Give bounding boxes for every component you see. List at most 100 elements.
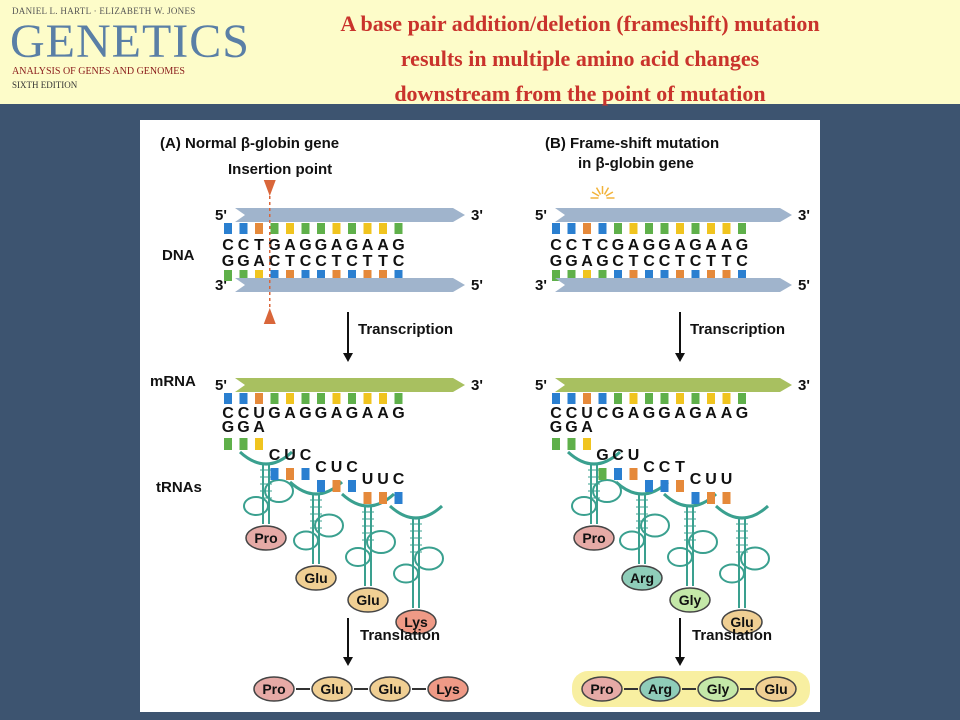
panel-a-mrna-letter-4: A — [284, 405, 296, 422]
panel-b-dna-bottom-base-10 — [707, 270, 715, 281]
panel-b-anticodon-letter-0-1: G — [565, 419, 577, 436]
panel-a-dna-top-3: 3' — [471, 207, 483, 224]
panel-a-amino-acid-label-3: Lys — [404, 614, 428, 630]
panel-a-dna-bottom-letter-4: T — [285, 253, 295, 270]
panel-a-dna-top-letter-3: G — [268, 237, 280, 254]
panel-b-mrna-base-3 — [598, 393, 607, 404]
panel-b-dna-bottom-letter-8: T — [675, 253, 685, 270]
panel-b-amino-acid-label-3: Glu — [730, 614, 753, 630]
panel-a-mrna-base-11 — [394, 393, 403, 404]
panel-a-anticodon-base-2-0 — [317, 480, 325, 492]
panel-a-trna-loop-b-0 — [243, 496, 269, 516]
panel-b-anticodon-letter-2-0: C — [643, 459, 655, 476]
panel-b-dna-bottom-base-1 — [567, 270, 576, 281]
panel-b-chain-label-2: Gly — [707, 681, 730, 697]
panel-a-chain-residue-2 — [369, 676, 411, 702]
panel-b-dna-top-letter-1: C — [566, 237, 578, 254]
panel-b-transcription-arrow-head — [675, 353, 685, 362]
panel-a-dna-top-base-4 — [286, 223, 294, 234]
panel-a-dna-bottom-base-9 — [363, 270, 372, 281]
panel-b-dna-bottom-letter-11: T — [722, 253, 732, 270]
panel-b-dna-top-base-12 — [738, 223, 746, 234]
panel-b-chain-label-3: Glu — [764, 681, 787, 697]
panel-b-dna-top-base-0 — [552, 223, 560, 234]
panel-a-mrna-letter-10: A — [377, 405, 389, 422]
panel-b-dna-top-base-4 — [614, 223, 622, 234]
panel-b-dna-top-base-6 — [645, 223, 653, 234]
panel-a-trna-loop-b-3 — [393, 563, 419, 584]
panel-b-transcription-label: Transcription — [690, 321, 785, 338]
panel-b-mrna-base-4 — [614, 393, 622, 404]
panel-a-mrna-letter-9: A — [362, 405, 374, 422]
panel-a-dna-bottom-letter-1: G — [237, 253, 249, 270]
panel-a-dna-bottom-letter-7: T — [332, 253, 342, 270]
panel-b-anticodon-letter-3-2: U — [721, 471, 733, 488]
panel-a-anticodon-letter-0-0: G — [222, 419, 234, 436]
panel-b-anticodon-base-3-1 — [707, 492, 715, 504]
panel-a-dna-bottom-base-7 — [332, 270, 341, 281]
panel-a-dna-top-letter-4: A — [284, 237, 296, 254]
panel-b-anticodon-base-2-1 — [660, 480, 669, 492]
panel-a-dna-top-5: 5' — [215, 207, 227, 224]
panel-a-chain-label-3: Lys — [436, 681, 460, 697]
panel-b-dna-top-letter-12: G — [736, 237, 748, 254]
panel-a-heading: (A) Normal β-globin gene — [160, 135, 339, 152]
panel-b-trna-loop-a-2 — [688, 530, 718, 554]
slide-title: A base pair addition/deletion (frameshif… — [250, 6, 910, 111]
panel-b-amino-acid-1 — [621, 565, 663, 591]
panel-a-anticodon-letter-3-2: C — [393, 471, 405, 488]
panel-b-anticodon-letter-3-0: C — [690, 471, 702, 488]
panel-a-dna-top-letter-7: A — [331, 237, 343, 254]
genetics-book-logo: DANIEL L. HARTL · ELIZABETH W. JONES GEN… — [8, 4, 249, 100]
panel-a-dna-bottom-letter-0: G — [222, 253, 234, 270]
slide-header: DANIEL L. HARTL · ELIZABETH W. JONES GEN… — [0, 0, 960, 106]
panel-b-dna-top-letter-11: A — [721, 237, 733, 254]
panel-a-mrna-5: 5' — [215, 377, 227, 394]
panel-b-chain-residue-0 — [581, 676, 623, 702]
panel-a-chain-residue-3 — [427, 676, 469, 702]
panel-b-trna-loop-a-3 — [740, 546, 770, 571]
panel-b-dna-bottom-base-4 — [614, 270, 622, 281]
panel-a-dna-top-base-7 — [332, 223, 341, 234]
panel-a-mrna-letter-0: C — [222, 405, 234, 422]
panel-b-dna-bottom-base-6 — [645, 270, 653, 281]
panel-a-anticodon-letter-2-2: C — [346, 459, 358, 476]
panel-b-amino-acid-label-0: Pro — [582, 530, 605, 546]
panel-a-dna-bottom-base-0 — [224, 270, 232, 281]
panel-b-trna-cup-3 — [714, 504, 770, 520]
panel-b-dna-bottom-letter-5: T — [629, 253, 639, 270]
panel-b-mrna-letter-1: C — [566, 405, 578, 422]
panel-b-anticodon-letter-3-1: U — [705, 471, 717, 488]
panel-b-dna-top-letter-4: G — [612, 237, 624, 254]
mutation-starburst-ray-5 — [605, 191, 614, 197]
panel-b-dna-top-letter-3: C — [597, 237, 609, 254]
panel-a-dna-bottom-letter-3: C — [269, 253, 281, 270]
panel-a-chain-label-2: Glu — [378, 681, 401, 697]
panel-b-anticodon-base-0-0 — [552, 438, 560, 450]
panel-b-dna-top-3: 3' — [798, 207, 810, 224]
panel-b-mrna-letter-12: G — [736, 405, 748, 422]
panel-a-mrna-base-0 — [224, 393, 232, 404]
panel-a-dna-bottom-letter-10: T — [378, 253, 388, 270]
panel-b-anticodon-letter-1-2: U — [628, 447, 640, 464]
panel-b-dna-top-base-5 — [629, 223, 638, 234]
panel-b-translation-arrow-head — [675, 657, 685, 666]
panel-a-dna-bottom-letter-6: C — [315, 253, 327, 270]
panel-b-dna-top-letter-0: C — [550, 237, 562, 254]
panel-a-anticodon-letter-1-1: U — [284, 447, 296, 464]
title-line-1: A base pair addition/deletion (frameshif… — [340, 11, 820, 36]
panel-b-anticodon-letter-0-2: A — [581, 419, 593, 436]
panel-a-anticodon-base-0-2 — [255, 438, 263, 450]
panel-b-anticodon-base-1-2 — [629, 468, 638, 480]
panel-b-mrna-3: 3' — [798, 377, 810, 394]
panel-a-dna-top-base-3 — [270, 223, 279, 234]
panel-b-dna-bottom-letter-2: A — [581, 253, 593, 270]
panel-b-mrna-letter-5: A — [628, 405, 640, 422]
panel-a-dna-top-base-6 — [317, 223, 325, 234]
panel-b-anticodon-letter-1-1: C — [612, 447, 624, 464]
panel-a-translation-arrow-head — [343, 657, 353, 666]
panel-a-dna-top-letter-9: A — [362, 237, 374, 254]
panel-a-dna-top-letter-8: G — [346, 237, 358, 254]
dna-row-label: DNA — [162, 247, 195, 264]
